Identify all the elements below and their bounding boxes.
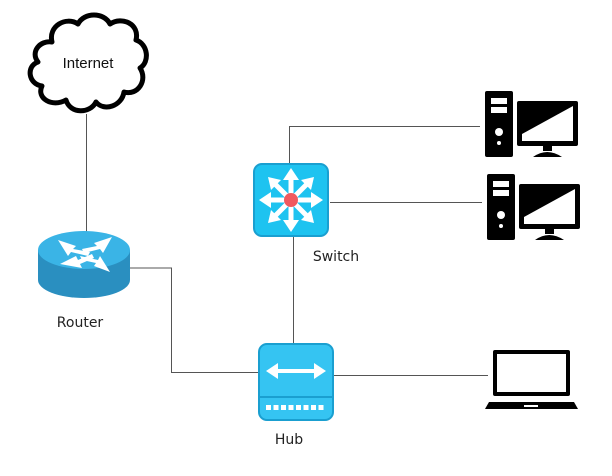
desktop-computer-icon: [487, 174, 580, 240]
connection-router-hub: [128, 267, 259, 373]
pc2-node[interactable]: [487, 174, 580, 240]
connection-switch-pc1: [289, 126, 480, 163]
hub-node[interactable]: Hub: [258, 343, 334, 448]
router-icon: [38, 231, 130, 298]
hub-label: Hub: [275, 432, 303, 448]
laptop-icon: [485, 350, 578, 409]
switch-node[interactable]: Switch: [253, 163, 359, 265]
router-node[interactable]: Router: [38, 231, 130, 331]
internet-label: Internet: [63, 55, 115, 72]
laptop-node[interactable]: [485, 350, 578, 409]
hub-icon: [258, 343, 334, 421]
switch-label: Switch: [313, 249, 359, 265]
internet-node[interactable]: Internet: [27, 12, 149, 114]
switch-icon: [253, 163, 329, 237]
desktop-computer-icon: [485, 91, 578, 157]
router-label: Router: [57, 315, 104, 331]
connections: [86, 114, 488, 376]
cloud-icon: [27, 12, 149, 114]
pc1-node[interactable]: [485, 91, 578, 157]
